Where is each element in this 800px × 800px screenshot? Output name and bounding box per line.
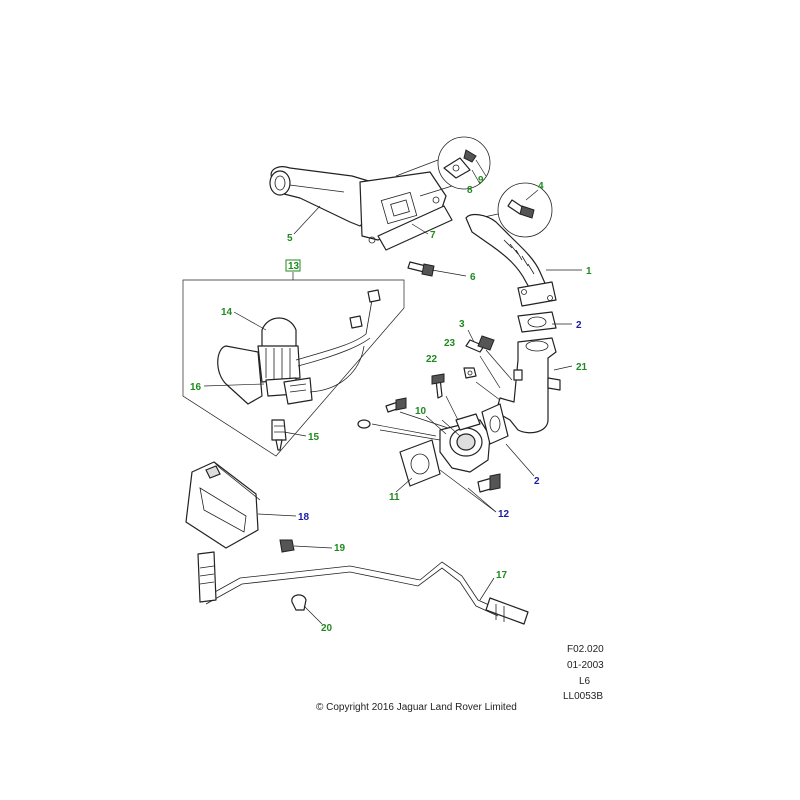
callout-10: 10 [415, 406, 427, 417]
figure-number: F02.020 [567, 644, 604, 655]
callout-12: 12 [498, 509, 510, 520]
valve-leaders [371, 349, 513, 441]
manifold-gasket [377, 205, 453, 251]
callout-4: 4 [538, 181, 544, 192]
egr-gasket-lower [481, 403, 509, 445]
temp-sensor [271, 419, 287, 451]
module-nut [279, 539, 295, 553]
callout-3: 3 [459, 319, 465, 330]
reference-block: F02.020 01-2003 L6 LL0053B © Copyright 2… [316, 644, 604, 713]
manifold-bolt [407, 261, 435, 277]
engine-code: L6 [579, 676, 591, 687]
connector-bolt [465, 335, 495, 353]
callout-13-box [285, 259, 301, 272]
callout-11: 11 [389, 492, 400, 503]
callout-6: 6 [470, 272, 476, 283]
bracket-detail [395, 136, 491, 197]
control-module [185, 461, 261, 549]
callout-9: 9 [478, 175, 484, 186]
callout-23: 23 [444, 338, 456, 349]
callout-14: 14 [221, 307, 233, 318]
label-leaders [203, 159, 582, 625]
egr-connector [495, 337, 561, 434]
callout-7: 7 [430, 230, 436, 241]
valve-gasket [399, 439, 441, 487]
egr-gasket-upper [517, 311, 557, 333]
callout-18: 18 [298, 512, 310, 523]
callout-labels: 1 2 2 3 4 5 6 7 8 9 10 11 12 13 14 15 16… [190, 175, 592, 634]
callout-16: 16 [190, 382, 202, 393]
callout-21: 21 [576, 362, 588, 373]
callout-17: 17 [496, 570, 508, 581]
egr-valve [439, 413, 491, 473]
callout-20: 20 [321, 623, 333, 634]
callout-8: 8 [467, 185, 473, 196]
illustration-code: LL0053B [563, 691, 603, 702]
fasteners-22-23 [357, 367, 477, 429]
callout-2-upper: 2 [576, 320, 582, 331]
callout-1: 1 [586, 266, 592, 277]
revision-date: 01-2003 [567, 660, 604, 671]
callout-19: 19 [334, 543, 346, 554]
callout-22: 22 [426, 354, 438, 365]
callout-13: 13 [288, 261, 300, 272]
pipe-clip [291, 594, 307, 611]
sensor-pipe [197, 551, 529, 625]
callout-15: 15 [308, 432, 320, 443]
valve-bolt [477, 473, 501, 493]
sensor-assembly [217, 289, 381, 405]
copyright-notice: © Copyright 2016 Jaguar Land Rover Limit… [316, 702, 517, 713]
callout-2-lower: 2 [534, 476, 540, 487]
exhaust-manifold [269, 166, 447, 244]
sensor-group-box [182, 272, 405, 457]
callout-5: 5 [287, 233, 293, 244]
egr-pipe [465, 213, 557, 307]
